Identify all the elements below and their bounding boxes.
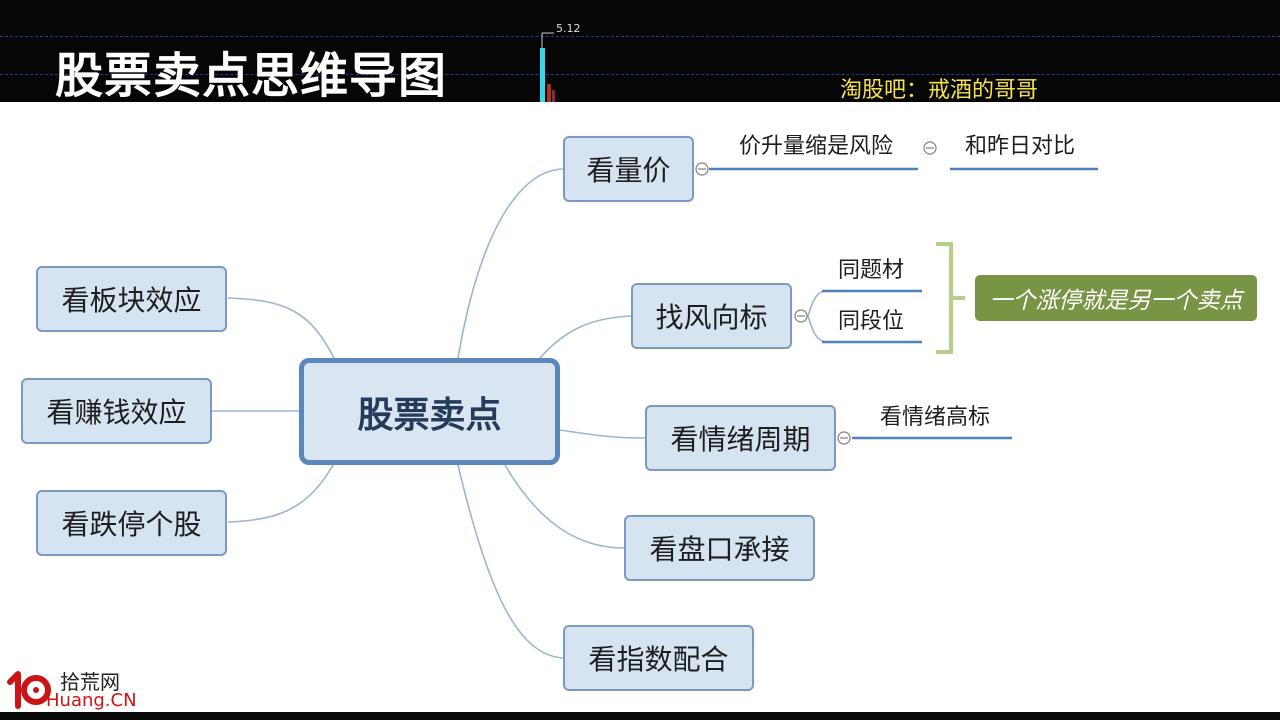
footer-bar bbox=[0, 712, 1280, 720]
node-volume-price[interactable]: 看量价 bbox=[563, 136, 694, 202]
link-center-指数 bbox=[457, 464, 564, 659]
link-center-盘口 bbox=[504, 464, 625, 549]
summary-bracket bbox=[936, 242, 965, 354]
leaf-compare-yesterday[interactable]: 和昨日对比 bbox=[965, 134, 1076, 159]
node-center[interactable]: 股票卖点 bbox=[299, 358, 560, 465]
site-logo-text: 拾荒网 bbox=[60, 670, 120, 694]
link-center-量价 bbox=[457, 168, 564, 359]
page-title: 股票卖点思维导图 bbox=[55, 48, 448, 104]
leaf-same-theme[interactable]: 同题材 bbox=[838, 258, 905, 283]
site-logo-icon bbox=[7, 671, 51, 709]
mini-chart-bars bbox=[540, 32, 555, 102]
site-logo-domain: Huang.CN bbox=[46, 690, 137, 711]
header-bar bbox=[0, 0, 1280, 102]
chart-price-label: 5.12 bbox=[556, 22, 581, 35]
link-center-情绪 bbox=[559, 429, 646, 439]
author-watermark: 淘股吧：戒酒的哥哥 bbox=[840, 78, 1039, 103]
link-center-板块 bbox=[227, 297, 336, 361]
chart-gridline bbox=[0, 74, 1280, 75]
leaf-same-tier[interactable]: 同段位 bbox=[838, 309, 905, 334]
link-fork-同题材 bbox=[807, 290, 831, 317]
link-center-跌停 bbox=[227, 461, 336, 523]
node-order-book[interactable]: 看盘口承接 bbox=[624, 515, 815, 581]
link-center-风向标 bbox=[539, 315, 632, 359]
node-find-leader[interactable]: 找风向标 bbox=[631, 283, 792, 349]
node-index-match[interactable]: 看指数配合 bbox=[563, 625, 754, 691]
link-fork-同段位 bbox=[807, 315, 831, 343]
node-limit-down-stocks[interactable]: 看跌停个股 bbox=[36, 490, 227, 556]
leaf-sentiment-leader[interactable]: 看情绪高标 bbox=[880, 405, 991, 430]
node-sector-effect[interactable]: 看板块效应 bbox=[36, 266, 227, 332]
node-profit-effect[interactable]: 看赚钱效应 bbox=[21, 378, 212, 444]
summary-box[interactable]: 一个涨停就是另一个卖点 bbox=[975, 275, 1257, 321]
leaf-price-up-volume-down[interactable]: 价升量缩是风险 bbox=[739, 134, 894, 159]
chart-gridline bbox=[0, 36, 1280, 37]
node-sentiment-cycle[interactable]: 看情绪周期 bbox=[645, 405, 836, 471]
